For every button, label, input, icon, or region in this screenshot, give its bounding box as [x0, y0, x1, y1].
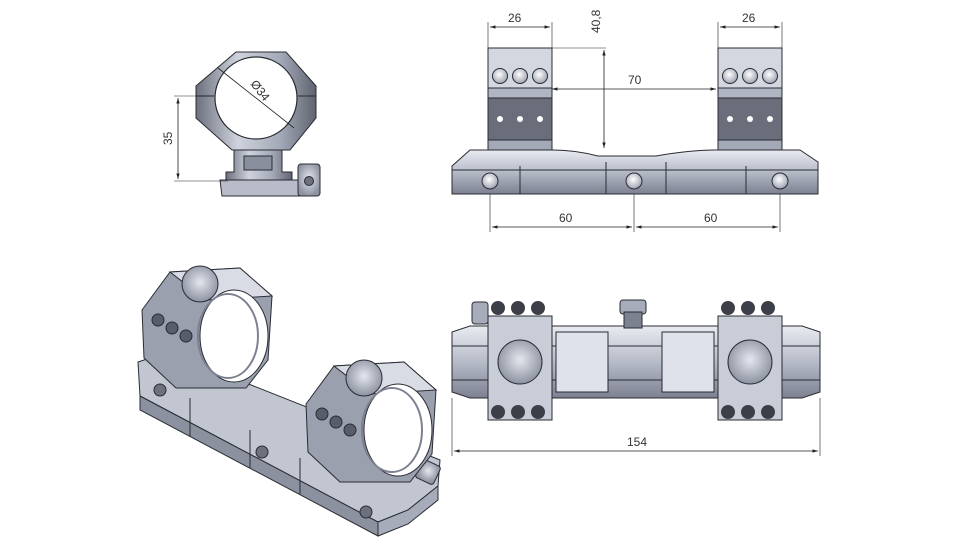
iso-ring-front [305, 359, 438, 483]
front-left-ring [487, 47, 553, 151]
end-view-base [219, 179, 301, 197]
top-view: 154 [451, 299, 821, 456]
dim-mount-height: 40,8 [589, 9, 603, 33]
dim-ring-width-right: 26 [742, 11, 756, 25]
iso-ring-front-bore [363, 383, 433, 477]
isometric-view [137, 265, 441, 537]
front-bolt-right [771, 172, 789, 190]
dim-bolt-spacing-left: 60 [559, 211, 573, 225]
front-right-ring [717, 47, 783, 151]
iso-ring-rear-bore [199, 289, 269, 383]
top-right-ring [717, 301, 783, 421]
dim-ring-spacing: 70 [628, 73, 642, 87]
dim-ring-height: 35 [161, 131, 175, 145]
front-bolt-center [625, 172, 643, 190]
end-view: Ø34 35 [161, 51, 321, 197]
dim-overall-length: 154 [627, 435, 647, 449]
dim-ring-width-left: 26 [508, 11, 522, 25]
top-left-ring [487, 301, 553, 421]
front-bolt-left [481, 172, 499, 190]
front-view: 26 26 40,8 70 60 60 [451, 9, 819, 232]
iso-ring-rear [141, 265, 274, 389]
dim-bolt-spacing-right: 60 [704, 211, 718, 225]
